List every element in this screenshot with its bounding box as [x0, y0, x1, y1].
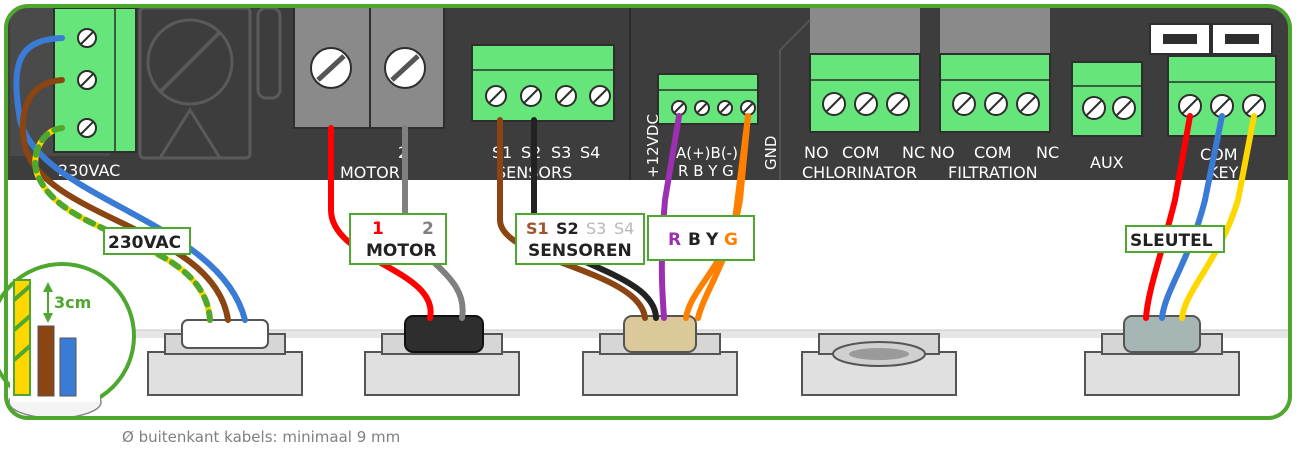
motor-block-label: MOTOR: [340, 163, 400, 182]
aux-terminal-block: [1071, 61, 1143, 137]
filtration-com-label: COM: [974, 143, 1012, 162]
frame-border: [4, 4, 1292, 420]
cable-glands: [147, 315, 1240, 396]
bus-cable-tag: [647, 215, 755, 261]
filtration-label: FILTRATION: [948, 163, 1038, 182]
motor-tag-num2: 2: [422, 219, 434, 239]
triangle-mark: [157, 107, 223, 160]
filtration-no-label: NO: [930, 143, 955, 162]
filtration-relay-body: [940, 6, 1050, 54]
chlorinator-no-label: NO: [804, 143, 829, 162]
sensors-cable-tag: [515, 213, 645, 265]
footnote: Ø buitenkant kabels: minimaal 9 mm: [122, 428, 401, 446]
bus-rbyg-label: R B Y G: [678, 162, 734, 180]
cable-tags: 230VAC 1 2 MOTOR S1 S2 S3 S4 SENSOREN R …: [103, 213, 1225, 265]
bus-terminal-block: [657, 73, 759, 125]
sensor-s4-label: S4: [580, 143, 600, 162]
sensors-tag-s2: S2: [556, 219, 579, 238]
motor-tag-label: MOTOR: [366, 241, 437, 261]
power-cable-tag: [103, 227, 191, 255]
sensors-tag-s1: S1: [526, 219, 549, 238]
bus-tag-y: Y: [705, 230, 719, 250]
sensors-tag-s4: S4: [614, 219, 634, 238]
bus-ab-label: A(+)B(-): [676, 144, 738, 162]
bus-tag-g: G: [724, 230, 738, 250]
key-cable-tag-text: SLEUTEL: [1130, 231, 1213, 251]
bus-tag-r: R: [668, 230, 681, 250]
vdc-label: +12VDC: [644, 114, 662, 178]
key-cable-tag: [1125, 225, 1225, 253]
key-com-label: COM: [1200, 145, 1238, 164]
power-cable-tag-text: 230VAC: [108, 233, 181, 253]
terminal-screws: [77, 28, 1266, 138]
sensor-s3-label: S3: [551, 143, 571, 162]
chlorinator-relay-body: [810, 6, 920, 54]
strip-length-inset: 3cm: [0, 262, 136, 419]
chlorinator-com-label: COM: [842, 143, 880, 162]
aux-label: AUX: [1090, 153, 1124, 172]
chlorinator-nc-label: NC: [902, 143, 925, 162]
strip-length-label: 3cm: [54, 293, 91, 312]
chlorinator-label: CHLORINATOR: [802, 163, 917, 182]
sensors-tag-label: SENSOREN: [528, 241, 632, 261]
fuse-dial: [146, 18, 234, 106]
sensors-tag-s3: S3: [586, 219, 606, 238]
motor-tag-num1: 1: [372, 219, 384, 239]
sensor-terminal-block: [471, 44, 615, 122]
filtration-nc-label: NC: [1036, 143, 1059, 162]
gnd-label: GND: [762, 136, 780, 170]
bus-tag-b: B: [688, 230, 701, 250]
power-block-label: 230VAC: [58, 161, 120, 180]
key-block-label: KEY: [1208, 163, 1239, 182]
motor-cable-tag: [349, 213, 447, 265]
